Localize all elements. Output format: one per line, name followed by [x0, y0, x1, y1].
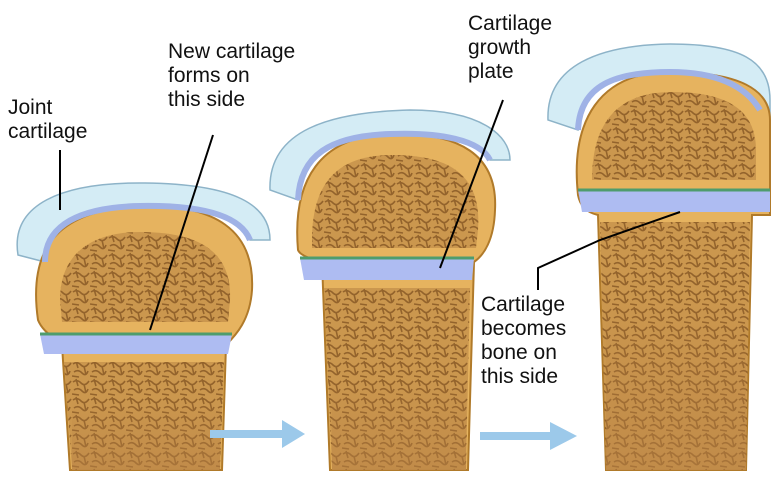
progress-arrow-2: [480, 422, 577, 450]
bone-stage-3: [538, 44, 770, 470]
growth-plate: [300, 258, 474, 280]
label-growth-plate: Cartilage growth plate: [468, 12, 552, 84]
shaft-streaks: [332, 380, 466, 470]
label-joint-cartilage: Joint cartilage: [8, 96, 87, 144]
growth-plate: [578, 190, 770, 212]
bone-stage-1: [17, 135, 270, 470]
label-becomes-bone: Cartilage becomes bone on this side: [481, 293, 566, 389]
growth-plate: [40, 334, 232, 354]
label-new-cartilage: New cartilage forms on this side: [168, 40, 295, 112]
shaft-streaks: [72, 400, 220, 470]
shaft-streaks: [606, 300, 746, 470]
bone-stage-2: [270, 100, 510, 470]
